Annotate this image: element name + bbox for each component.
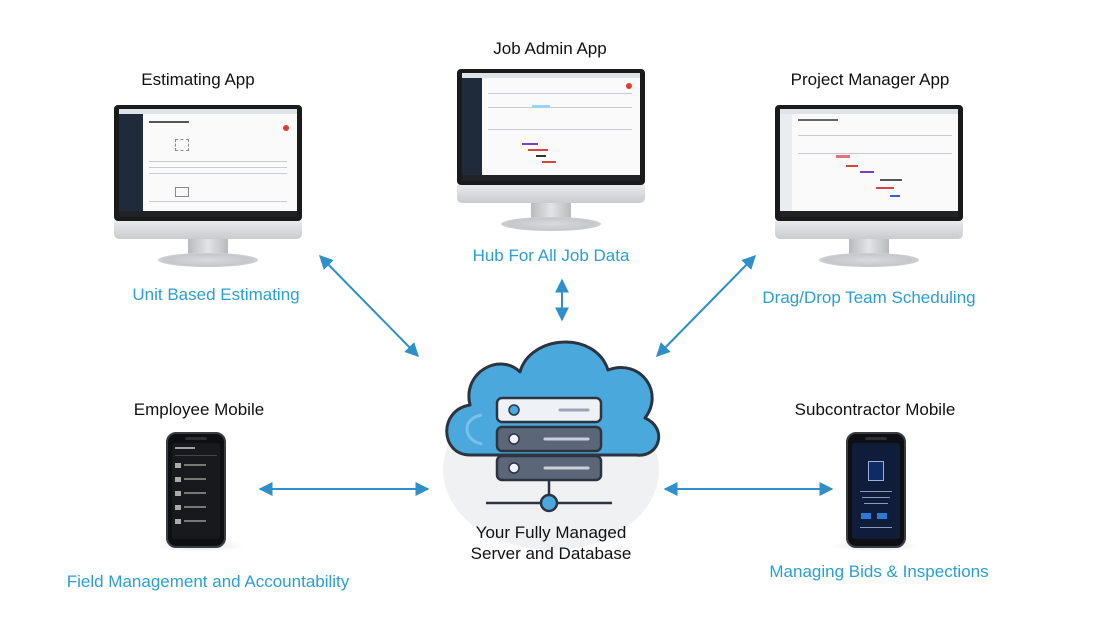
- employee-mobile-phone: [166, 432, 226, 548]
- estimating-app-monitor: [110, 103, 306, 273]
- server-label: Your Fully Managed Server and Database: [451, 522, 651, 564]
- estimating-app-screen: [119, 109, 297, 217]
- subcontractor-mobile-phone: [846, 432, 906, 548]
- job-admin-app-screen: [462, 73, 640, 181]
- server-stack-icon: [486, 396, 612, 513]
- subcontractor-mobile-screen: [852, 443, 900, 539]
- job-admin-app-title: Job Admin App: [493, 39, 607, 58]
- server-label-line2: Server and Database: [470, 544, 632, 563]
- estimating-app-caption: Unit Based Estimating: [132, 285, 300, 304]
- job-admin-app-monitor: [453, 67, 649, 237]
- server-label-line1: Your Fully Managed: [475, 523, 627, 542]
- subcontractor-mobile-caption: Managing Bids & Inspections: [769, 562, 989, 581]
- subcontractor-mobile-title: Subcontractor Mobile: [794, 400, 956, 419]
- estimating-app-title: Estimating App: [141, 70, 255, 89]
- project-manager-app-caption: Drag/Drop Team Scheduling: [762, 288, 976, 307]
- employee-mobile-title: Employee Mobile: [133, 400, 265, 419]
- project-manager-app-title: Project Manager App: [790, 70, 950, 89]
- project-manager-app-screen: [780, 109, 958, 217]
- employee-mobile-caption: Field Management and Accountability: [66, 572, 350, 591]
- project-manager-app-monitor: [771, 103, 967, 273]
- arrow-pm-server: [656, 255, 756, 357]
- job-admin-app-caption: Hub For All Job Data: [472, 246, 630, 265]
- arrow-estimating-server: [319, 255, 419, 357]
- employee-mobile-screen: [172, 443, 220, 539]
